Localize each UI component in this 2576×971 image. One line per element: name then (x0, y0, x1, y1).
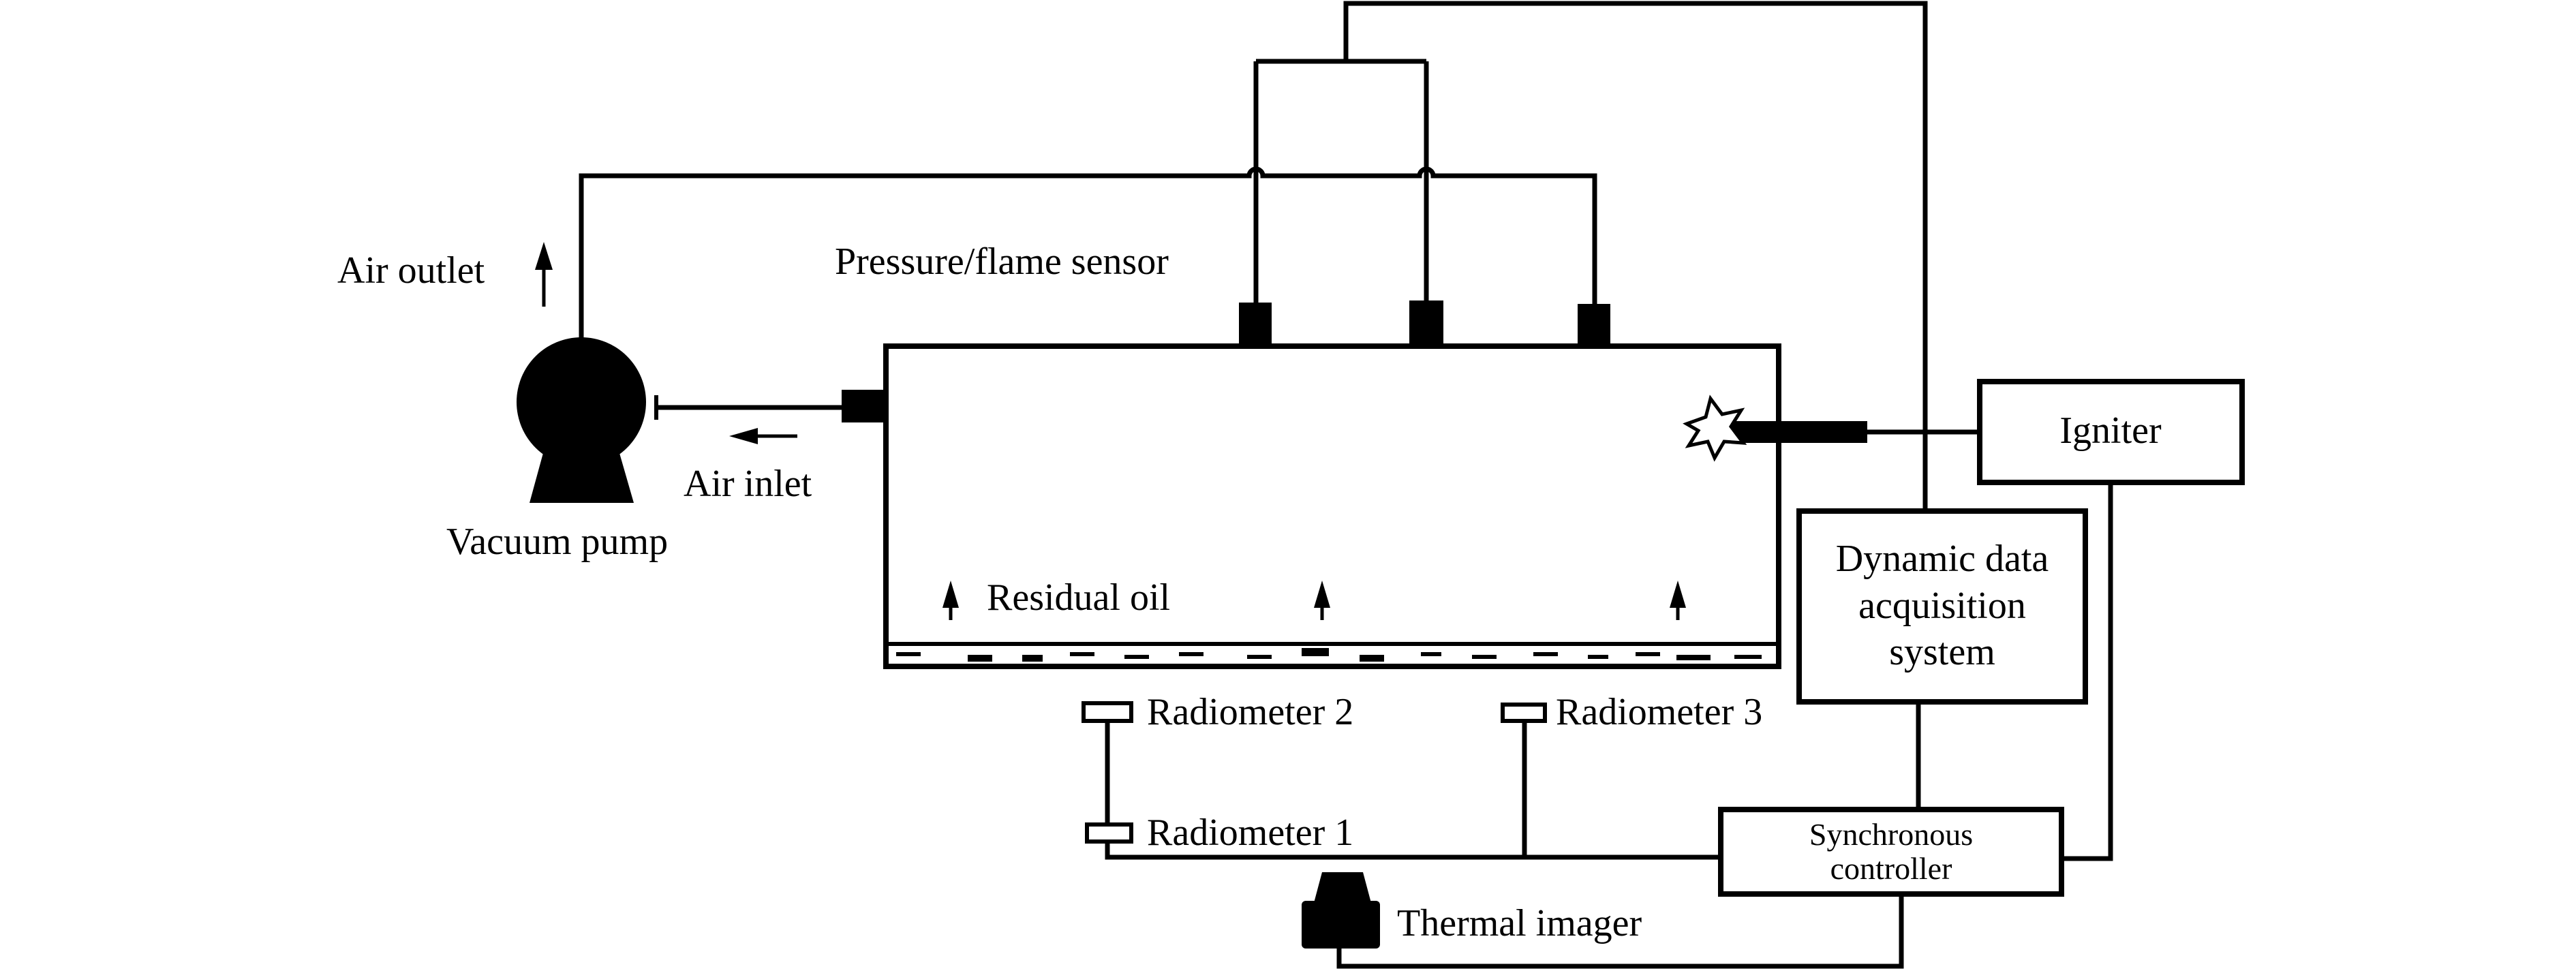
air-inlet-fitting (842, 390, 886, 422)
thermal-imager-lens (1314, 872, 1371, 903)
sensor-3 (1578, 304, 1610, 346)
radiometer-1-device (1085, 822, 1133, 844)
igniter-box (1977, 379, 2245, 485)
radiometer-2-device (1082, 701, 1133, 723)
daq-label-line-2: acquisition (1858, 585, 2026, 627)
synchronous-controller-label-line-2: controller (1830, 851, 1952, 886)
spark-icon (1683, 395, 1747, 462)
radiometer-bus-wire (1105, 842, 1721, 860)
air-inlet-label: Air inlet (684, 463, 812, 505)
pump-body (517, 337, 646, 467)
igniter-to-controller-wire (2061, 482, 2113, 861)
chamber-body (883, 343, 1781, 669)
residual-oil-label: Residual oil (987, 576, 1170, 619)
daq-label-line-1: Dynamic data (1836, 538, 2049, 580)
wiring (579, 1, 2113, 969)
vacuum-pump-label: Vacuum pump (446, 521, 668, 563)
radiometer-1-label: Radiometer 1 (1147, 812, 1353, 854)
arrows (535, 242, 1686, 620)
igniter-rod (1728, 421, 1867, 443)
air-outlet-label: Air outlet (337, 249, 485, 292)
radiometer-3-label: Radiometer 3 (1556, 691, 1762, 733)
igniter-assembly (1683, 379, 2245, 485)
sensor-1 (1239, 303, 1272, 346)
vacuum-pump (517, 337, 658, 503)
synchronous-controller-box (1718, 807, 2064, 897)
air-outlet-pipe (579, 166, 1597, 344)
daq-box (1796, 508, 2088, 705)
sensor-2 (1409, 300, 1443, 346)
synchronous-controller-label-line-1: Synchronous (1809, 817, 1973, 852)
radiometers (1082, 701, 1547, 844)
thermal-imager-wire (1336, 894, 1904, 969)
thermal-imager (1302, 872, 1380, 949)
thermal-imager-body (1302, 901, 1380, 949)
residual-oil-layer (896, 648, 1762, 662)
radiometer-3-device (1501, 703, 1547, 723)
pressure-flame-sensor-label: Pressure/flame sensor (835, 241, 1169, 283)
igniter-label: Igniter (2059, 410, 2162, 452)
pressure-flame-sensors (1239, 300, 1610, 346)
thermal-imager-label: Thermal imager (1397, 902, 1642, 944)
daq-signal-wire (1343, 1, 1928, 511)
radiometer-2-label: Radiometer 2 (1147, 691, 1353, 733)
pump-base (530, 453, 634, 503)
labels: Air outlet Pressure/flame sensor Air inl… (337, 241, 2162, 944)
combustion-chamber (883, 343, 1781, 669)
daq-label-line-3: system (1889, 631, 1995, 673)
